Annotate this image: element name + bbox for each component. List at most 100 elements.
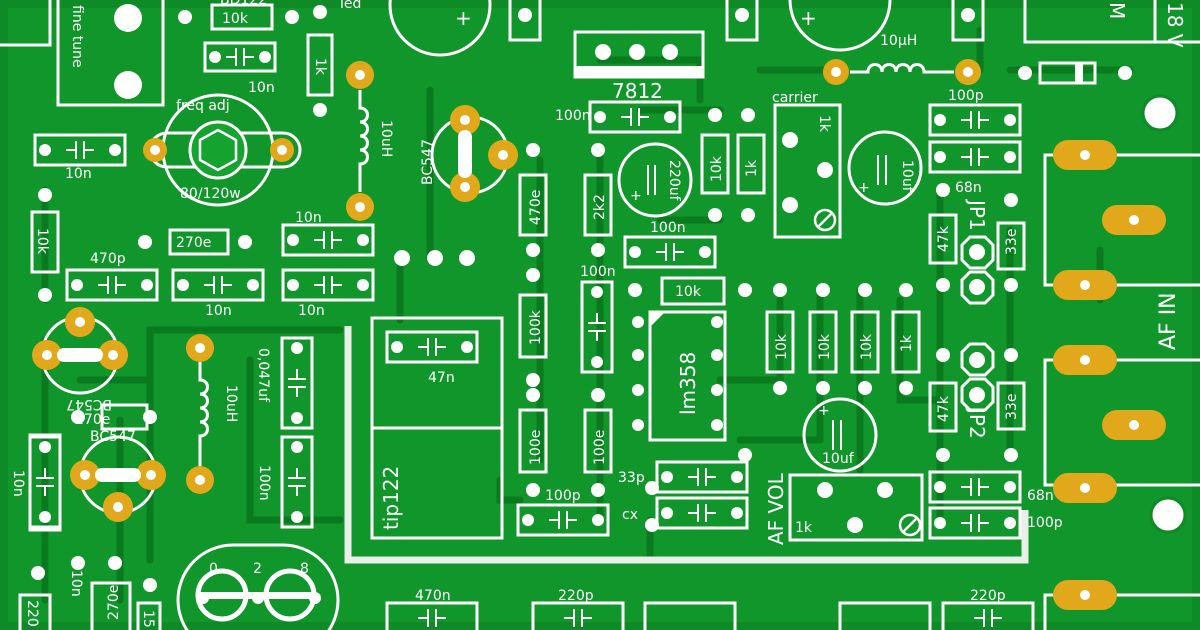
- label-r-220-bottom: 220: [24, 600, 40, 627]
- label-tap-2: 2: [253, 561, 262, 577]
- label-cap-0047: 0,047uf: [255, 348, 271, 403]
- fine-tune-trimmer[interactable]: [0, 0, 165, 107]
- label-r-10k-f: 10k: [859, 333, 875, 360]
- connector-af-in[interactable]: [1043, 345, 1200, 503]
- jumper-jp2[interactable]: [960, 342, 995, 412]
- label-r-10k-c: 10k: [709, 155, 725, 182]
- label-r-100k: 100k: [528, 309, 544, 345]
- transistor-tip122[interactable]: [370, 250, 504, 540]
- label-c-220p-a: 220p: [558, 588, 594, 604]
- connector-power[interactable]: [1043, 140, 1200, 300]
- label-cap-10uf-top: 10uf: [899, 160, 915, 193]
- label-c-10n-b: 10n: [65, 166, 92, 182]
- output-tap-connector[interactable]: [176, 543, 340, 630]
- label-ic-lm358: lm358: [676, 352, 700, 415]
- label-c-10n-left: 10n: [10, 470, 26, 497]
- label-r-470e: 470e: [528, 190, 544, 225]
- transistor-bc547-left-a[interactable]: [32, 307, 128, 395]
- label-ind-10uh-top: 10uH: [378, 120, 394, 157]
- label-ind-10uh-right: 10µH: [880, 33, 917, 49]
- label-c-470p: 470p: [90, 251, 126, 267]
- label-carrier: carrier: [772, 90, 818, 106]
- label-bc547-left-a: BC547: [66, 396, 112, 412]
- label-pot-1k: 1k: [816, 115, 832, 133]
- label-r-1k-top: 1k: [312, 58, 328, 76]
- label-tip122: tip122: [379, 466, 403, 530]
- label-bd122: BD122: [220, 0, 267, 8]
- label-r-2k2: 2k2: [592, 194, 608, 220]
- label-r-10k-left: 10k: [34, 228, 50, 255]
- label-c-47n: 47n: [428, 370, 455, 386]
- label-c-220p-b: 220p: [970, 588, 1006, 604]
- label-pot-1k-b: 1k: [795, 520, 813, 536]
- label-c-100n-b: 100n: [650, 220, 686, 236]
- label-m: M: [1105, 2, 1129, 19]
- label-c-100n-a: 100n: [555, 108, 591, 124]
- af-vol-pot[interactable]: [788, 473, 924, 542]
- label-r-1k-c: 1k: [744, 159, 760, 177]
- label-tap-8: 8: [300, 561, 309, 577]
- transistor-bc547-top[interactable]: [430, 105, 518, 202]
- label-c-100p-b: 100p: [1027, 515, 1063, 531]
- label-r-10k-mid: 10k: [675, 284, 702, 300]
- label-freq-adj: freq adj: [176, 98, 230, 114]
- label-r-47k-a: 47k: [936, 225, 952, 252]
- capacitor-220uf[interactable]: +: [617, 142, 693, 218]
- label-r-47k-b: 47k: [936, 395, 952, 422]
- label-r-33e-a: 33e: [1004, 229, 1020, 255]
- ic-lm358[interactable]: [632, 310, 727, 442]
- label-r-270e-left: 270e: [75, 412, 110, 428]
- diode[interactable]: [1018, 61, 1132, 85]
- label-reg-7812: 7812: [612, 79, 663, 103]
- label-jp1: JP1: [965, 198, 989, 231]
- label-r-1k-d: 1k: [899, 334, 915, 352]
- label-r-270e-bottom: 270e: [106, 585, 122, 620]
- freq-adj-trimmer[interactable]: [143, 93, 302, 207]
- label-r-15-bottom: 15: [140, 610, 156, 628]
- label-led: led: [340, 0, 361, 12]
- capacitors-horizontal[interactable]: [33, 41, 1035, 630]
- label-r-270e-top: 270e: [176, 235, 211, 251]
- capacitor-10uf-bottom[interactable]: +: [802, 397, 878, 473]
- through-hole-pads: [31, 5, 1018, 592]
- svg-text:+: +: [455, 6, 472, 30]
- label-tap-0: 0: [209, 561, 218, 577]
- svg-text:+: +: [858, 180, 870, 196]
- label-c-10n-d: 10n: [295, 210, 322, 226]
- jumper-jp1[interactable]: [960, 235, 995, 305]
- label-18v: 18 V: [1163, 2, 1187, 48]
- svg-text:+: +: [818, 403, 830, 419]
- inductor-10uh-right[interactable]: [823, 59, 981, 85]
- label-r-33e-b: 33e: [1004, 394, 1020, 420]
- silk-boundary: [344, 326, 1029, 564]
- label-c-10n-a: 10n: [248, 80, 275, 96]
- label-cx: cx: [622, 507, 638, 523]
- carrier-trimmer[interactable]: [773, 103, 842, 239]
- mounting-hole-top: [1141, 94, 1179, 132]
- label-af-vol: AF VOL: [764, 472, 788, 545]
- label-cap-10uf-bottom: 10uf: [822, 451, 855, 467]
- capacitor-top-b: +: [788, 0, 892, 52]
- label-bc547-left-b: BC547: [90, 429, 136, 445]
- label-af-in: AF IN: [1156, 292, 1181, 350]
- inductor-10uh-mid[interactable]: [186, 334, 214, 494]
- capacitor-10uf-top[interactable]: +: [847, 130, 923, 206]
- connector-bottom-right[interactable]: [1043, 580, 1200, 630]
- label-c-470n: 470n: [415, 588, 451, 604]
- label-c-100p-right: 100p: [948, 88, 984, 104]
- transistor-bc547-left-b[interactable]: [70, 435, 166, 522]
- regulator-7812[interactable]: [573, 30, 705, 79]
- label-c-100n-c: 100n: [580, 264, 616, 280]
- label-ind-10uh-mid: 10uH: [223, 385, 239, 422]
- label-c-68n-b: 68n: [1027, 488, 1054, 504]
- label-cap-220uf: 220uf: [666, 160, 682, 202]
- silkscreen-labels: fine tune BD122 10k 1k led 10n freq adj …: [10, 0, 1187, 628]
- label-bc547-top: BC547: [420, 139, 436, 185]
- label-r-68n: 68n: [955, 180, 982, 196]
- inductor-10uh-top[interactable]: [346, 61, 374, 221]
- resistors[interactable]: [18, 0, 1026, 630]
- capacitors-vertical[interactable]: [28, 280, 614, 529]
- label-c-10n-bottom: 10n: [68, 570, 84, 597]
- label-c-33p: 33p: [618, 470, 645, 486]
